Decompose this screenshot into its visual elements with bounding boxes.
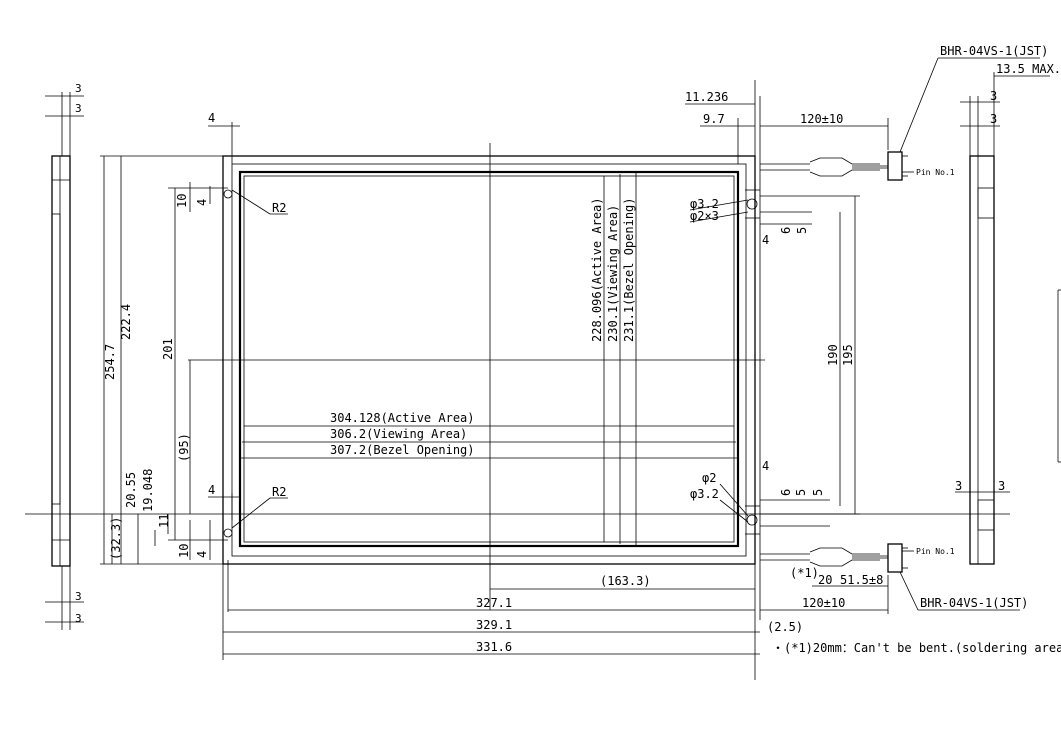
dim-4-botv: 4 bbox=[195, 551, 209, 558]
cable-top: Pin No.1 BHR-04VS-1(JST) bbox=[760, 44, 1048, 181]
dim-9-7: 9.7 bbox=[703, 112, 725, 126]
dim-6-bot: 6 bbox=[779, 489, 793, 496]
horizontal-dims: 304.128(Active Area) 306.2(Viewing Area)… bbox=[208, 80, 889, 680]
hole-callouts: R2 R2 φ3.2 φ2×3 φ2 φ3.2 bbox=[231, 189, 749, 529]
dim-active-width: 304.128(Active Area) bbox=[330, 411, 475, 425]
pin-label-top: Pin No.1 bbox=[916, 168, 955, 177]
dim-10-top: 10 bbox=[175, 194, 189, 208]
dim-cable-bottom: 120±10 bbox=[802, 596, 845, 610]
left-side-view: 3 3 3 3 bbox=[45, 82, 84, 630]
dim-4-right-top: 4 bbox=[762, 233, 769, 247]
dim-active-height: 228.096(Active Area) bbox=[590, 198, 604, 343]
dim-11236: 11.236 bbox=[685, 90, 728, 104]
dim-2-5: (2.5) bbox=[767, 620, 803, 634]
dim-4-top: 4 bbox=[208, 111, 215, 125]
dim-viewing-width: 306.2(Viewing Area) bbox=[330, 427, 467, 441]
connector-label-bottom: BHR-04VS-1(JST) bbox=[920, 596, 1028, 610]
cable-bottom: Pin No.1 BHR-04VS-1(JST) bbox=[760, 543, 1028, 611]
dim-viewing-height: 230.1(Viewing Area) bbox=[606, 205, 620, 342]
dim-329: 329.1 bbox=[476, 618, 512, 632]
left-dim-3b: 3 bbox=[75, 102, 82, 115]
dim-19-048: 19.048 bbox=[141, 469, 155, 512]
dim-bezel-width: 307.2(Bezel Opening) bbox=[330, 443, 475, 457]
dim-327: 327.1 bbox=[476, 596, 512, 610]
hole-phi-2x3: φ2×3 bbox=[690, 209, 719, 223]
right-max: 13.5 MAX. bbox=[996, 62, 1061, 76]
dim-222: 222.4 bbox=[119, 304, 133, 340]
left-dim-3d: 3 bbox=[75, 612, 82, 625]
hole-phi-3-2-top: φ3.2 bbox=[690, 197, 719, 211]
hole-phi-3-2-bot: φ3.2 bbox=[690, 487, 719, 501]
dim-195: 195 bbox=[841, 344, 855, 366]
dim-5-bot2: 5 bbox=[811, 489, 825, 496]
right-dim-3b: 3 bbox=[990, 112, 997, 126]
dim-331: 331.6 bbox=[476, 640, 512, 654]
dim-6-top: 6 bbox=[779, 227, 793, 234]
dim-4-topv: 4 bbox=[195, 199, 209, 206]
dim-bezel-height: 231.1(Bezel Opening) bbox=[622, 198, 636, 343]
right-side-view: 13.5 MAX. 3 3 3 3 bbox=[955, 62, 1061, 565]
connector-label-top: BHR-04VS-1(JST) bbox=[940, 44, 1048, 58]
radius-top: R2 bbox=[272, 201, 286, 215]
dim-5-top: 5 bbox=[795, 227, 809, 234]
pin-label-bottom: Pin No.1 bbox=[916, 547, 955, 556]
dim-95: (95) bbox=[177, 433, 191, 462]
dim-4-right-bot: 4 bbox=[762, 459, 769, 473]
hole-phi-2: φ2 bbox=[702, 471, 716, 485]
right-dim-3c: 3 bbox=[955, 479, 962, 493]
left-dim-3a: 3 bbox=[75, 82, 82, 95]
dim-20: 20 bbox=[818, 573, 832, 587]
dim-201: 201 bbox=[161, 338, 175, 360]
dim-254: 254.7 bbox=[103, 344, 117, 380]
dim-163: (163.3) bbox=[600, 574, 651, 588]
dim-4-mid: 4 bbox=[208, 483, 215, 497]
dim-11: 11 bbox=[157, 514, 171, 528]
vertical-dims: 254.7 222.4 201 (95) 20.55 19.048 (32.3)… bbox=[100, 155, 860, 565]
dim-190: 190 bbox=[826, 344, 840, 366]
left-dim-3c: 3 bbox=[75, 590, 82, 603]
dim-32-3: (32.3) bbox=[109, 517, 123, 560]
dim-note1: (*1) bbox=[790, 566, 819, 580]
dim-10-bot: 10 bbox=[177, 544, 191, 558]
dim-20-55: 20.55 bbox=[124, 472, 138, 508]
radius-bottom: R2 bbox=[272, 485, 286, 499]
dim-cable-top: 120±10 bbox=[800, 112, 843, 126]
dim-51-5: 51.5±8 bbox=[840, 573, 883, 587]
right-dim-3d: 3 bbox=[998, 479, 1005, 493]
right-dim-3a: 3 bbox=[990, 89, 997, 103]
dim-5-bot: 5 bbox=[794, 489, 808, 496]
note-text: ・(*1)20mm：Can't be bent.(soldering area) bbox=[772, 641, 1061, 655]
